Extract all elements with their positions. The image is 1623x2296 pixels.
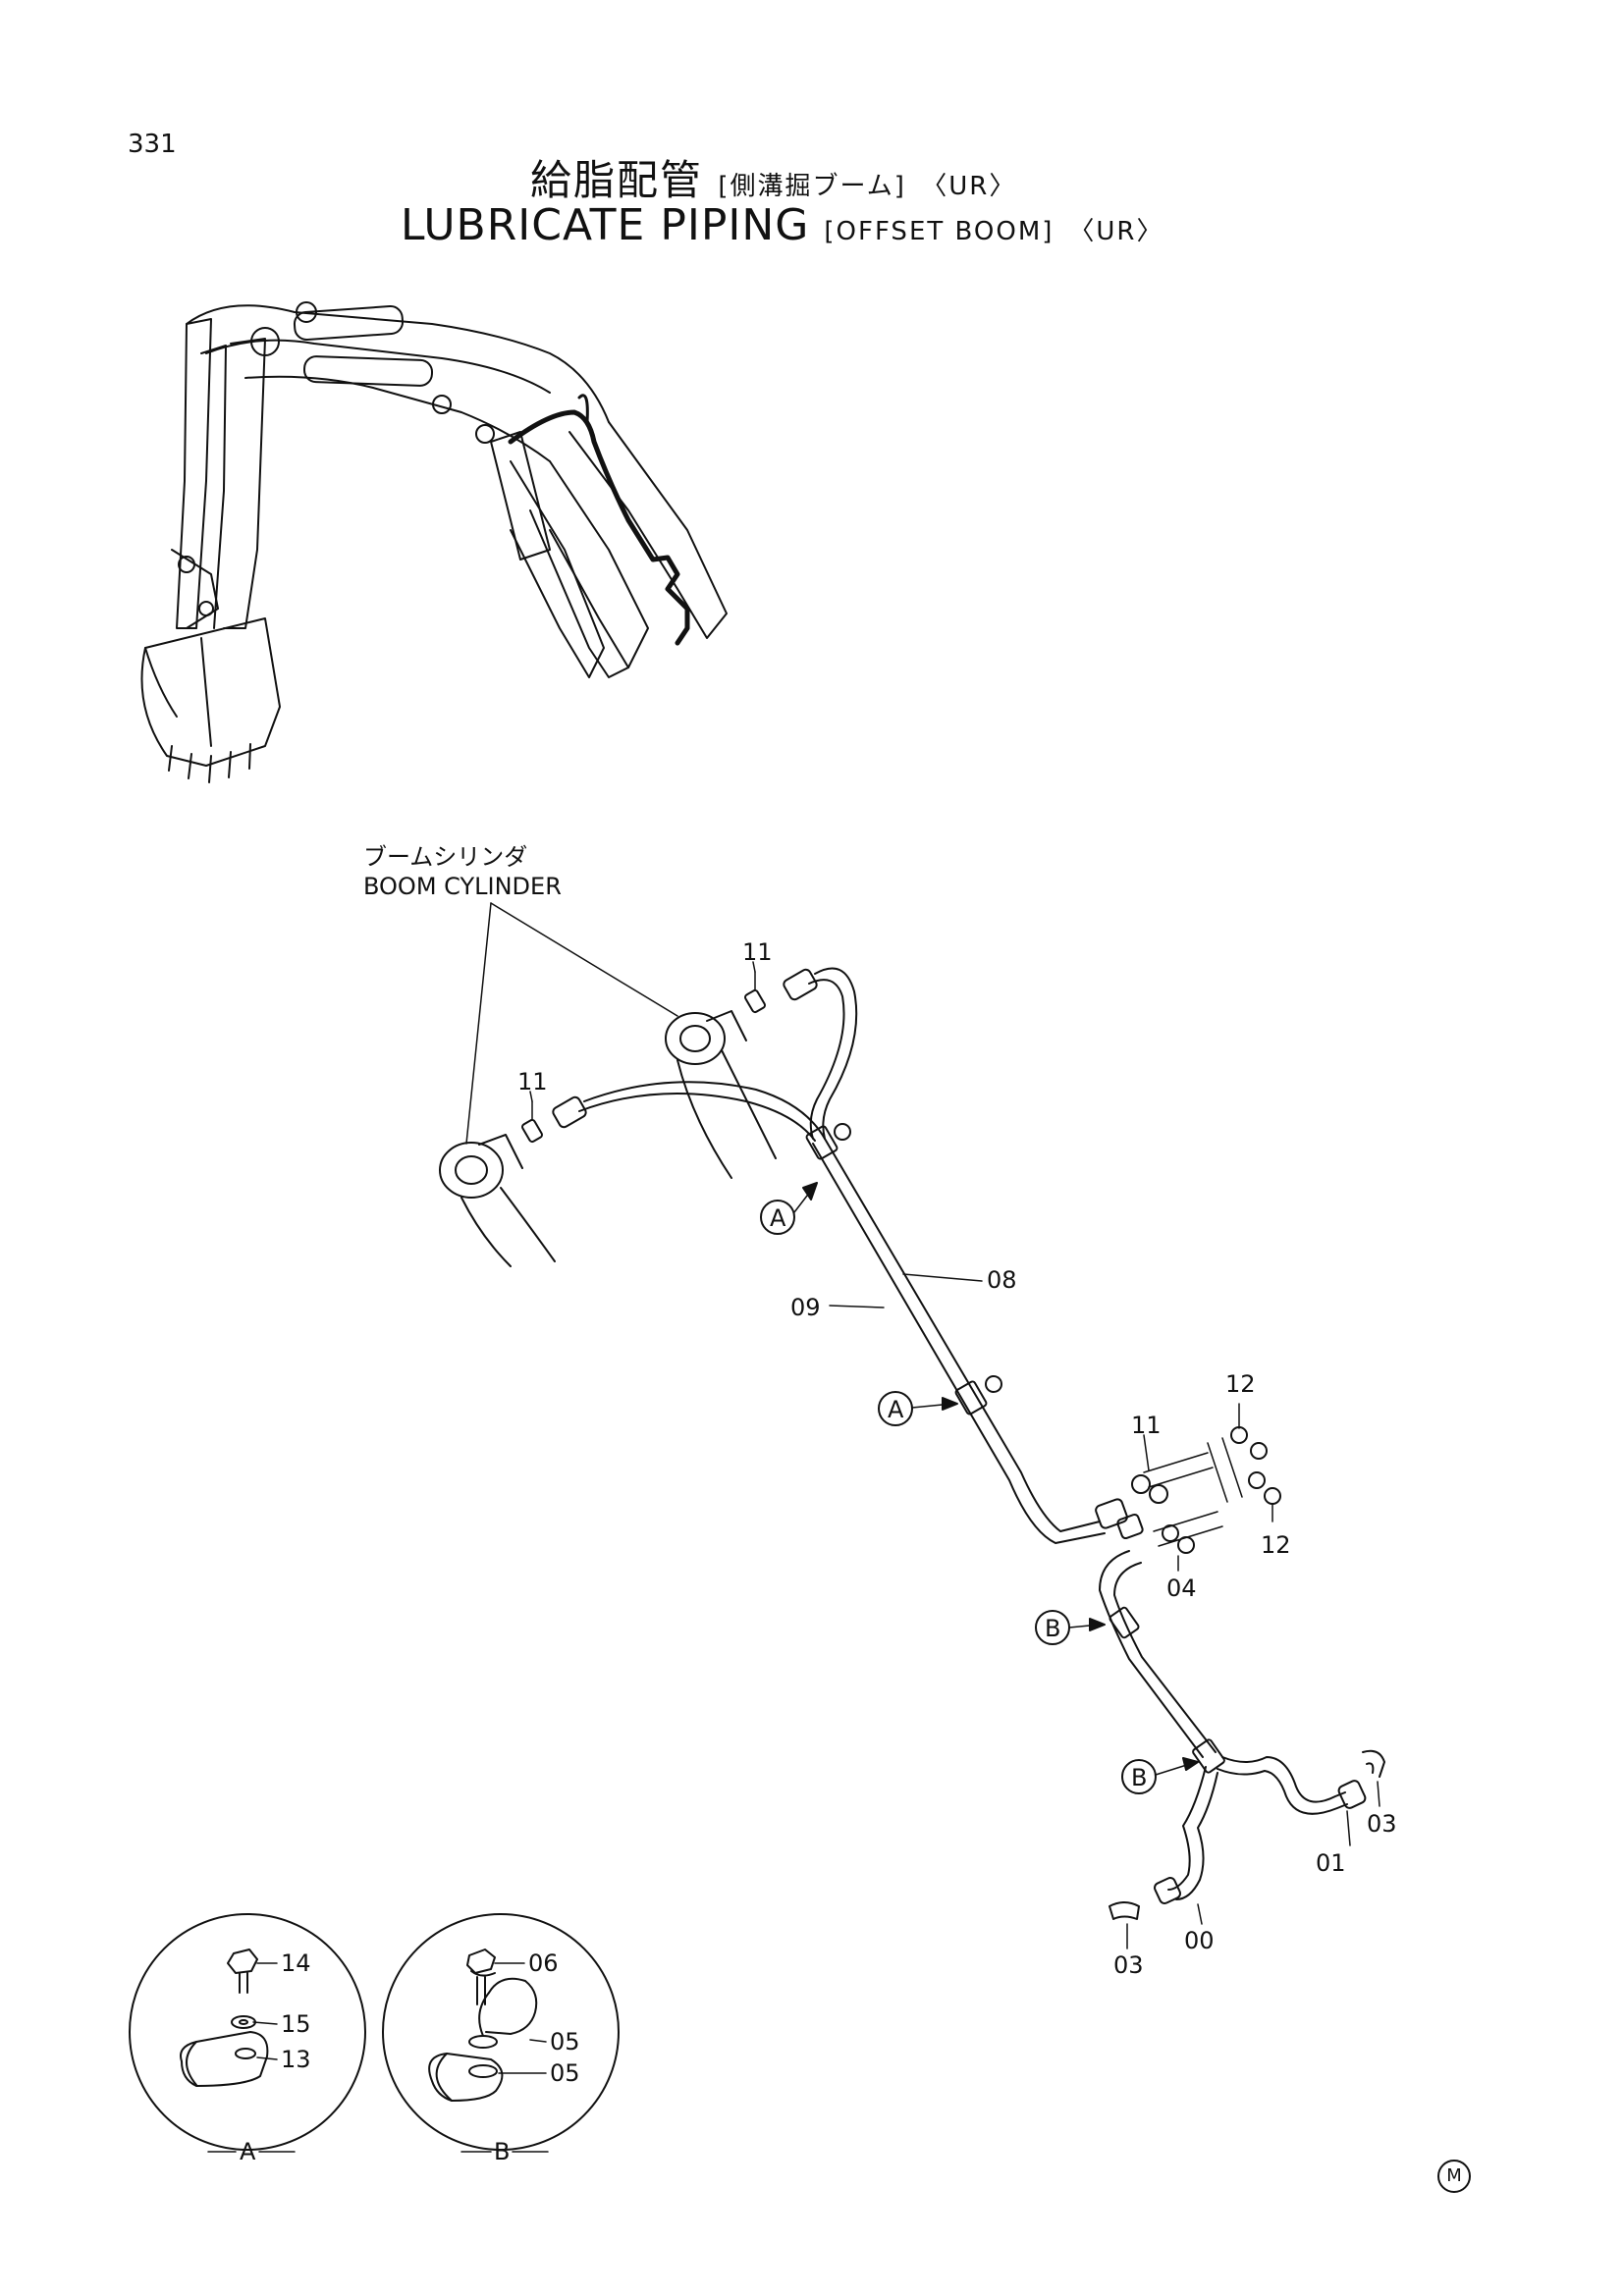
grease-hoses [578, 967, 858, 1142]
part-label-09: 09 [790, 1294, 821, 1321]
section-markers [760, 1182, 1199, 1794]
title-jp-main: 給脂配管 [530, 156, 704, 204]
title-jp-bracket: [側溝掘ブーム] [718, 172, 906, 201]
excavator-attachment-illustration [140, 301, 728, 783]
detail-b [382, 1913, 620, 2153]
marker-a1-circle [760, 1200, 795, 1235]
part-label-11-lower: 11 [517, 1068, 548, 1095]
title-japanese: 給脂配管 [側溝掘ブーム] 〈UR〉 [530, 147, 1016, 207]
part-label-00: 00 [1184, 1927, 1215, 1954]
part-label-12-upper: 12 [1225, 1370, 1256, 1398]
detail-b-label: B [494, 2138, 510, 2165]
boom-cylinder-label: ブームシリンダ BOOM CYLINDER [363, 842, 562, 901]
part-label-11-block: 11 [1131, 1412, 1162, 1439]
part-label-06: 06 [528, 1949, 559, 1977]
marker-b2: B [1131, 1764, 1147, 1791]
part-label-05-upper: 05 [550, 2028, 580, 2056]
page-number: 331 [128, 130, 177, 159]
grease-fitting-block [1095, 1403, 1281, 1554]
detail-b-circle [382, 1913, 620, 2151]
main-pipe-run [805, 1123, 1106, 1544]
marker-a2: A [888, 1396, 904, 1423]
boom-cylinder-label-jp: ブームシリンダ [363, 843, 528, 871]
model-mark: M [1437, 2160, 1471, 2193]
lower-pipe-run [1099, 1550, 1385, 1920]
title-english: LUBRICATE PIPING [OFFSET BOOM] 〈UR〉 [401, 200, 1164, 250]
part-label-14: 14 [281, 1949, 311, 1977]
part-number-labels: 11 11 08 09 12 11 12 04 03 01 00 03 [517, 938, 1397, 1979]
part-label-01: 01 [1316, 1849, 1346, 1877]
marker-b1: B [1045, 1615, 1060, 1642]
detail-labels: 14 15 13 06 05 05 A B [240, 1949, 580, 2165]
part-label-12-lower: 12 [1261, 1531, 1291, 1559]
part-label-15: 15 [281, 2010, 311, 2038]
marker-a2-circle [878, 1391, 913, 1426]
part-label-08: 08 [987, 1266, 1017, 1294]
part-label-03-left: 03 [1113, 1951, 1144, 1979]
title-jp-variant: 〈UR〉 [921, 172, 1017, 201]
detail-a-circle [129, 1913, 366, 2151]
boom-cylinder-label-en: BOOM CYLINDER [363, 873, 562, 900]
title-en-bracket: [OFFSET BOOM] [824, 217, 1055, 246]
part-label-11-upper: 11 [742, 938, 773, 966]
detail-a-label: A [240, 2138, 256, 2165]
title-en-variant: 〈UR〉 [1068, 217, 1164, 246]
part-label-13: 13 [281, 2046, 311, 2073]
part-label-04: 04 [1166, 1575, 1197, 1602]
part-label-03-right: 03 [1367, 1810, 1397, 1838]
detail-a [129, 1913, 366, 2153]
marker-a1: A [770, 1204, 786, 1232]
leader-lines [529, 961, 1380, 1949]
cylinder-fittings [521, 968, 818, 1144]
marker-b2-circle [1121, 1759, 1157, 1794]
part-label-05-lower: 05 [550, 2059, 580, 2087]
title-en-main: LUBRICATE PIPING [401, 200, 810, 250]
